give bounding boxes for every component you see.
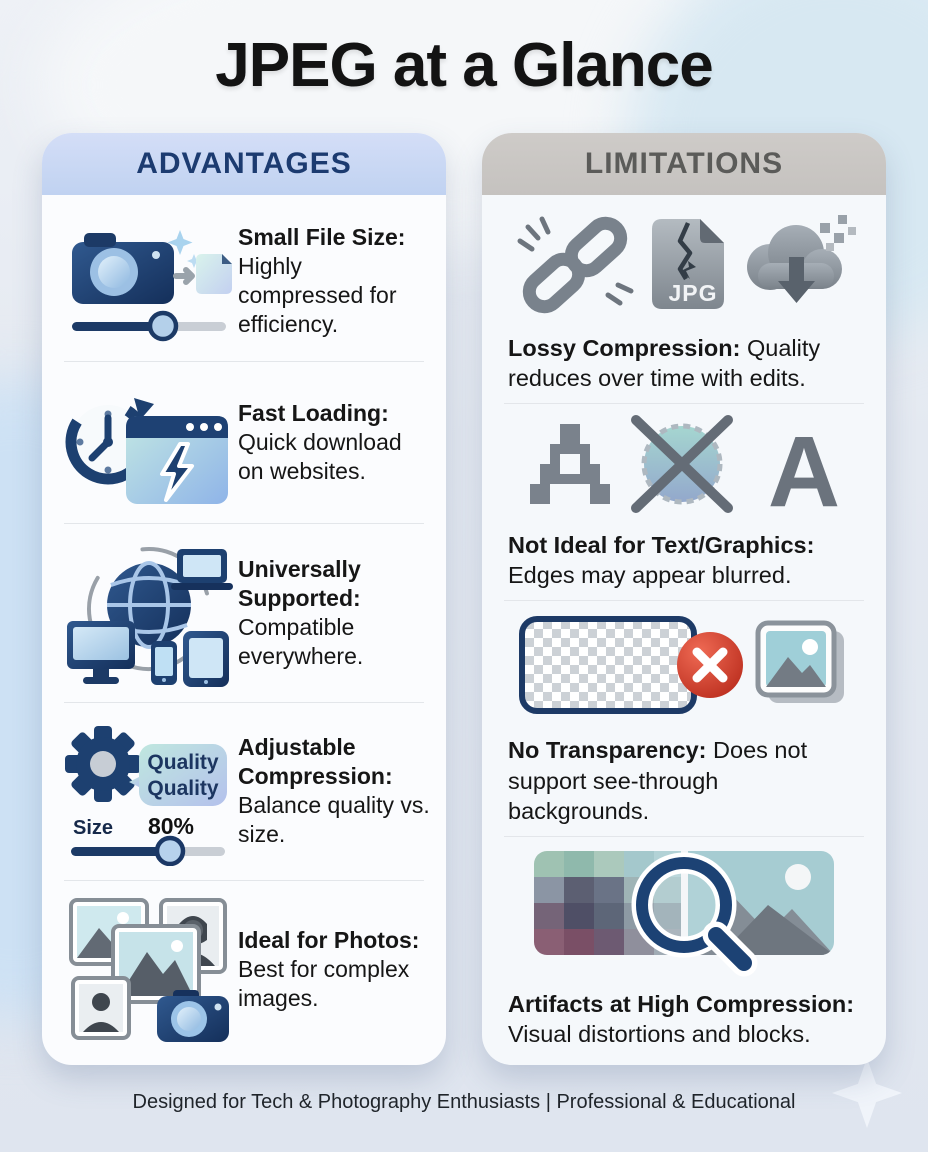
advantage-text: Fast Loading: Quick download on websites… (238, 400, 402, 485)
limitations-card: LIMITATIONS (482, 133, 886, 1065)
divider (64, 702, 424, 704)
transparency-checker-crossed-icon (508, 611, 860, 723)
advantage-item-small-file-size: Small File Size: Highly compressed for e… (42, 214, 446, 348)
photo-collage-camera-icon (60, 894, 238, 1046)
advantages-card: ADVANTAGES (42, 133, 446, 1065)
artifact-image-magnifier-icon (508, 847, 860, 977)
advantage-item-universally-supported: Universally Supported: Compatible everyw… (42, 537, 446, 689)
advantage-text: Universally Supported: Compatible everyw… (238, 556, 364, 669)
divider (504, 835, 864, 837)
camera-compress-slider-icon (60, 214, 238, 348)
advantages-list: Small File Size: Highly compressed for e… (42, 195, 446, 1065)
percent-label: 80% (148, 813, 194, 839)
advantage-text: Ideal for Photos: Best for complex image… (238, 927, 420, 1012)
size-label: Size (73, 817, 113, 839)
limitation-text: Not Ideal for Text/Graphics: Edges may a… (508, 532, 815, 589)
limitation-item-artifacts: Artifacts at High Compression: Visual di… (482, 843, 886, 1053)
pixelated-vs-sharp-letter-icon: A (508, 414, 860, 518)
two-column-layout: ADVANTAGES (0, 133, 928, 1065)
limitation-text: No Transparency: Does not support see-th… (508, 737, 808, 824)
globe-devices-icon (60, 537, 238, 689)
page-title: JPEG at a Glance (215, 31, 713, 100)
advantages-header: ADVANTAGES (42, 133, 446, 195)
jpg-file-label: JPG (668, 280, 717, 306)
advantage-item-adjustable-compression: Quality Quality Size 80% Adjustable Comp… (42, 716, 446, 867)
advantage-item-fast-loading: Fast Loading: Quick download on websites… (42, 376, 446, 510)
clock-browser-lightning-icon (60, 376, 238, 510)
footer-tagline: Designed for Tech & Photography Enthusia… (132, 1091, 796, 1113)
advantage-text: Small File Size: Highly compressed for e… (238, 224, 406, 338)
limitation-text: Artifacts at High Compression: Visual di… (508, 990, 855, 1047)
limitation-item-text-graphics: A Not Ideal for Text/Graphics: Edges may… (482, 410, 886, 594)
quality-bubble-line2: Quality (147, 777, 219, 800)
divider (504, 600, 864, 602)
gear-quality-slider-icon: Quality Quality Size 80% (60, 716, 238, 867)
limitation-item-no-transparency: No Transparency: Does not support see-th… (482, 607, 886, 829)
limitations-header: LIMITATIONS (482, 133, 886, 195)
sharp-letter: A (768, 416, 840, 518)
divider (504, 403, 864, 405)
divider (64, 879, 424, 881)
quality-bubble-line1: Quality (147, 751, 219, 774)
pixelated-letter (530, 424, 610, 505)
broken-chain-jpg-file-cloud-icon: JPG (508, 211, 860, 321)
divider (64, 522, 424, 524)
advantage-text: Adjustable Compression: Balance quality … (238, 734, 430, 848)
limitation-item-lossy-compression: JPG (482, 207, 886, 397)
limitation-text: Lossy Compression: Quality reduces over … (508, 335, 821, 392)
divider (64, 361, 424, 363)
advantage-item-ideal-for-photos: Ideal for Photos: Best for complex image… (42, 894, 446, 1046)
limitations-list: JPG (482, 195, 886, 1065)
